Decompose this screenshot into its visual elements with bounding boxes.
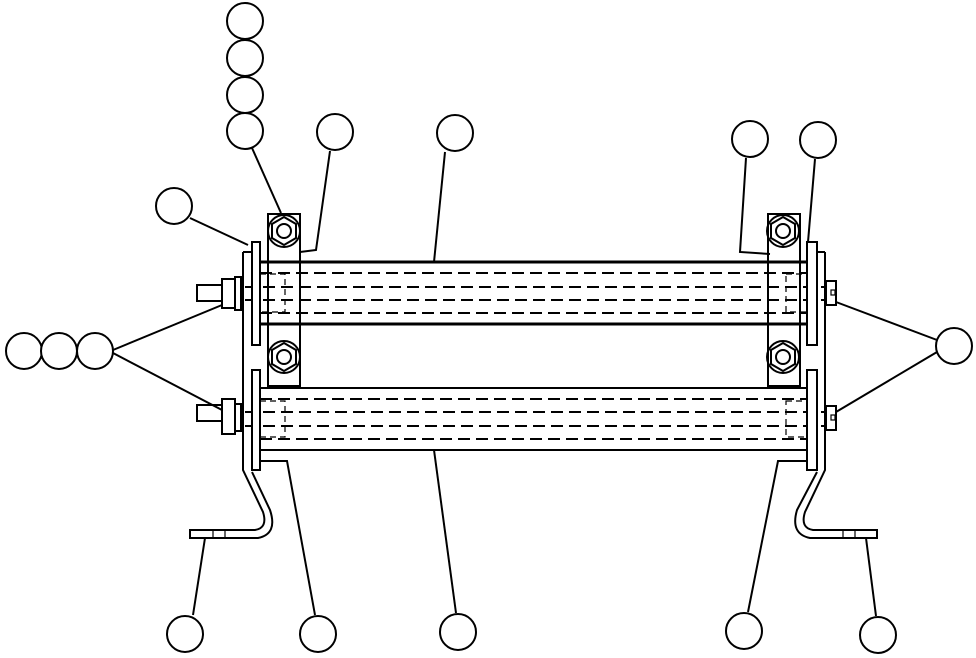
balloon [5,332,43,370]
balloon [226,2,264,40]
balloon [316,113,354,151]
balloon [226,39,264,77]
balloon [439,613,477,651]
lower-tube [245,387,830,451]
balloon [226,76,264,114]
right-cap-lower [825,405,837,431]
balloon [725,612,763,650]
left-bolt-upper [196,276,242,311]
reference-balloons [5,2,973,654]
left-end-plate [189,241,274,539]
balloon [436,114,474,152]
balloon [40,332,78,370]
left-bracket [267,213,301,387]
balloon [226,112,264,150]
balloon [799,121,837,159]
upper-tube [245,260,830,326]
balloon [299,615,337,653]
left-bolt-lower [196,398,242,435]
right-end-plate [794,241,878,539]
balloon [859,616,897,654]
balloon [731,120,769,158]
balloon [155,187,193,225]
balloon [935,327,973,365]
leader-lines [112,147,938,617]
right-cap-upper [825,280,837,306]
right-bracket [766,213,801,387]
balloon [166,615,204,653]
balloon [76,332,114,370]
